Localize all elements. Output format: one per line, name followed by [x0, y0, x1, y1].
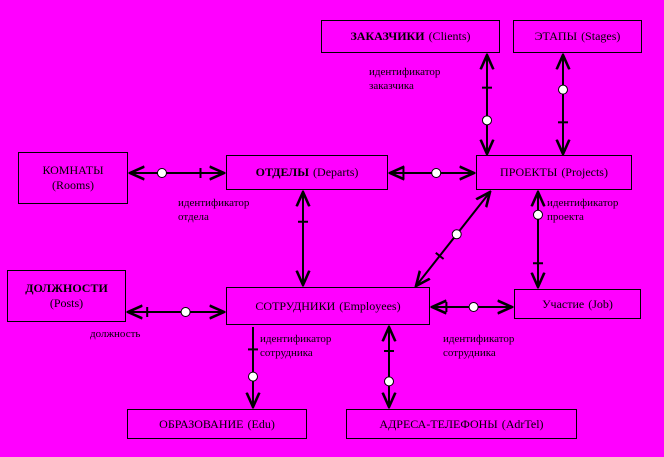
entity-job-title: Участие	[542, 296, 585, 311]
entity-adrtel-sub: (AdrTel)	[501, 416, 544, 431]
entity-job[interactable]: Участие (Job)	[514, 289, 641, 319]
link-clients-projects	[482, 55, 492, 154]
link-projects-job-optional-circle	[533, 209, 543, 220]
entity-clients-title: ЗАКАЗЧИКИ	[350, 29, 425, 43]
link-projects-employees-one-tick	[435, 252, 445, 260]
link-employees-adrtel-optional-circle	[384, 376, 394, 387]
label-employee-id-job-line1: идентификатор	[443, 333, 515, 345]
link-rooms-departs	[130, 168, 224, 178]
link-employees-job-optional-circle	[468, 302, 479, 312]
entity-projects-sub: (Projects)	[561, 165, 608, 179]
entity-job-sub: (Job)	[588, 296, 613, 311]
label-post: должность	[90, 327, 140, 341]
label-project-id-line1: идентификатор	[547, 197, 619, 209]
entity-edu-sub: (Edu)	[247, 416, 275, 431]
entity-edu[interactable]: ОБРАЗОВАНИЕ (Edu)	[127, 409, 307, 439]
entity-stages[interactable]: ЭТАПЫ (Stages)	[513, 20, 642, 53]
link-projects-job	[533, 192, 543, 287]
entity-posts-title: ДОЛЖНОСТИ	[25, 281, 108, 295]
label-employee-id-edu-line2: сотрудника	[260, 347, 313, 359]
link-projects-employees-optional-circle	[451, 229, 462, 240]
label-project-id: идентификатор проекта	[547, 196, 618, 224]
entity-rooms-title: КОМНАТЫ	[42, 163, 104, 177]
link-employees-adrtel	[384, 327, 394, 407]
entity-posts-sub: (Posts)	[49, 296, 84, 310]
entity-adrtel[interactable]: АДРЕСА-ТЕЛЕФОНЫ (AdrTel)	[346, 409, 577, 439]
entity-employees-title: СОТРУДНИКИ	[255, 298, 336, 313]
entity-rooms[interactable]: КОМНАТЫ (Rooms)	[18, 152, 128, 204]
entity-stages-title: ЭТАПЫ	[534, 29, 578, 43]
label-employee-id-job: идентификатор сотрудника	[443, 332, 514, 360]
entity-posts[interactable]: ДОЛЖНОСТИ (Posts)	[7, 270, 126, 322]
link-employees-job	[432, 302, 512, 312]
entity-departs-title: ОТДЕЛЫ	[255, 165, 310, 179]
label-client-id-line2: заказчика	[369, 80, 414, 92]
link-employees-edu-optional-circle	[248, 371, 258, 382]
link-departs-projects-optional-circle	[431, 168, 442, 178]
entity-clients-sub: (Clients)	[428, 29, 471, 43]
label-client-id: идентификатор заказчика	[369, 65, 440, 93]
entity-stages-sub: (Stages)	[581, 29, 621, 43]
link-departs-employees	[298, 192, 308, 285]
label-employee-id-job-line2: сотрудника	[443, 347, 496, 359]
label-post-line1: должность	[90, 328, 141, 340]
entity-edu-title: ОБРАЗОВАНИЕ	[159, 416, 244, 431]
link-posts-employees	[128, 307, 224, 317]
link-departs-projects	[390, 168, 474, 178]
entity-clients[interactable]: ЗАКАЗЧИКИ (Clients)	[321, 20, 500, 53]
label-project-id-line2: проекта	[547, 211, 584, 223]
entity-employees-sub: (Employees)	[339, 298, 401, 313]
entity-departs[interactable]: ОТДЕЛЫ (Departs)	[226, 155, 388, 190]
link-projects-employees	[416, 192, 490, 286]
label-depart-id-line2: отдела	[178, 211, 209, 223]
link-stages-projects	[558, 55, 568, 154]
entity-employees[interactable]: СОТРУДНИКИ (Employees)	[226, 287, 430, 325]
link-employees-edu	[248, 327, 258, 407]
label-employee-id-edu-line1: идентификатор	[260, 333, 332, 345]
entity-departs-sub: (Departs)	[313, 165, 359, 179]
link-stages-projects-optional-circle	[558, 84, 568, 95]
label-client-id-line1: идентификатор	[369, 66, 441, 78]
link-posts-employees-optional-circle	[180, 307, 191, 317]
entity-rooms-sub: (Rooms)	[52, 178, 94, 192]
entity-projects-title: ПРОЕКТЫ	[500, 165, 558, 179]
entity-adrtel-title: АДРЕСА-ТЕЛЕФОНЫ	[379, 416, 498, 431]
label-depart-id: идентификатор отдела	[178, 196, 249, 224]
label-employee-id-edu: идентификатор сотрудника	[260, 332, 331, 360]
label-depart-id-line1: идентификатор	[178, 197, 250, 209]
link-projects-employees-line	[416, 192, 490, 286]
link-clients-projects-optional-circle	[482, 115, 492, 126]
link-rooms-departs-optional-circle	[156, 168, 167, 178]
entity-projects[interactable]: ПРОЕКТЫ (Projects)	[476, 155, 632, 190]
